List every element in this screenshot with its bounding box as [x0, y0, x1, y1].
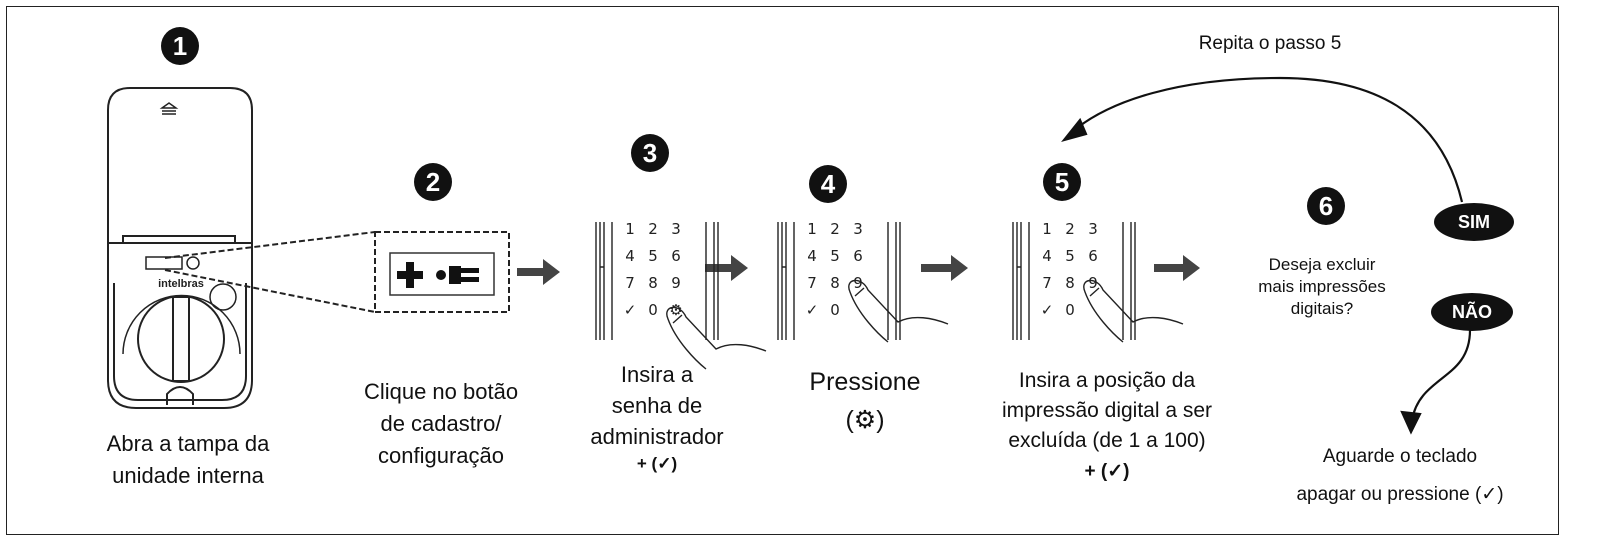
- brand-logo: intelbras: [158, 278, 204, 290]
- yes-badge: SIM: [1434, 203, 1514, 241]
- keypad-key: ✓: [624, 301, 637, 319]
- text-line: Clique no botão: [363, 379, 519, 404]
- keypad-key: ⚙: [669, 301, 682, 319]
- keypad-key: 1: [807, 220, 817, 238]
- keypad-key: 0: [648, 301, 658, 319]
- text-line: digitais?: [1290, 299, 1354, 319]
- step-1-text: Abra a tampa da unidade interna: [107, 428, 270, 492]
- keypad-key: 3: [853, 220, 863, 238]
- arrow-right-icon: [921, 255, 968, 281]
- arrow-right-icon: [517, 259, 560, 285]
- flow-arrows: [517, 255, 1200, 285]
- text-line: excluída (de 1 a 100): [1008, 428, 1206, 452]
- confirm-key-hint: + (✓): [636, 454, 678, 474]
- keypad-key: 5: [1065, 247, 1075, 265]
- text-line: Insira a: [620, 362, 694, 387]
- step-badge-6: 6: [1307, 187, 1345, 225]
- keypad-key: 8: [1065, 274, 1075, 292]
- keypad-key: 7: [1042, 274, 1052, 292]
- keypad-key: 6: [1088, 247, 1098, 265]
- keypad-key: 2: [648, 220, 658, 238]
- keypad-key: 2: [1065, 220, 1075, 238]
- text-line: impressão digital a ser: [1001, 398, 1213, 422]
- arrow-right-icon: [1154, 255, 1200, 281]
- no-badge: NÃO: [1431, 293, 1513, 331]
- keypad-key: ✓: [806, 301, 819, 319]
- lock-device-illustration: [107, 87, 253, 409]
- text-line: Insira a posição da: [1018, 369, 1196, 392]
- keypad-key: 3: [1088, 220, 1098, 238]
- text-line: Abra a tampa da: [106, 431, 270, 456]
- keypad-key: 6: [671, 247, 681, 265]
- keypad-key: 6: [853, 247, 863, 265]
- text-line: configuração: [378, 442, 504, 468]
- text-line: unidade interna: [112, 462, 264, 488]
- arrow-right-icon: [705, 255, 748, 281]
- keypad-key: 7: [807, 274, 817, 292]
- finger-icon: [1083, 279, 1184, 343]
- text-line: Aguarde o teclado: [1322, 446, 1478, 467]
- keypad-key: 5: [830, 247, 840, 265]
- keypad-key: 8: [830, 274, 840, 292]
- text-line: senha de: [611, 392, 703, 418]
- finger-icon: [848, 279, 949, 343]
- keypad-key: 7: [625, 274, 635, 292]
- loop-label: Repita o passo 5: [1198, 33, 1342, 54]
- zoom-callout-lines: [164, 231, 510, 313]
- step-5-text: Insira a posição da impressão digital a …: [1002, 366, 1212, 486]
- step-badge-3: 3: [631, 134, 669, 172]
- step-4-text: Pressione (⚙): [809, 364, 920, 439]
- keypad-key: 1: [1042, 220, 1052, 238]
- keypad-key: 9: [853, 274, 863, 292]
- confirm-key-hint: + (✓): [1084, 461, 1130, 483]
- keypad-key: 3: [671, 220, 681, 238]
- text-line: de cadastro/: [380, 410, 502, 436]
- step-6-question: Deseja excluir mais impressões digitais?: [1258, 254, 1386, 320]
- step-2-text: Clique no botão de cadastro/ configuraçã…: [364, 376, 518, 472]
- gear-key-hint: (⚙): [845, 405, 885, 434]
- keypad-key: 4: [807, 247, 817, 265]
- keypad-key: 8: [648, 274, 658, 292]
- keypad-key: 4: [625, 247, 635, 265]
- keypad-key: ✓: [1041, 301, 1054, 319]
- text-line: mais impressões: [1258, 277, 1386, 297]
- diagram-frame: [6, 6, 1559, 535]
- text-line: Pressione: [809, 368, 921, 396]
- step-badge-1: 1: [161, 27, 199, 65]
- register-button-icon: [389, 252, 495, 296]
- keypad-key: 4: [1042, 247, 1052, 265]
- loop-arrow: [1061, 76, 1472, 435]
- keypad-key: 5: [648, 247, 658, 265]
- text-line: Deseja excluir: [1268, 255, 1376, 274]
- step-badge-2: 2: [414, 163, 452, 201]
- text-line: administrador: [590, 423, 724, 449]
- final-instruction: Aguarde o teclado apagar ou pressione (✓…: [1296, 438, 1503, 514]
- keypad-key: 0: [830, 301, 840, 319]
- step-badge-5: 5: [1043, 163, 1081, 201]
- keypad-key: 2: [830, 220, 840, 238]
- finger-icon: [666, 306, 767, 370]
- keypad-key: 0: [1065, 301, 1075, 319]
- step-3-text: Insira a senha de administrador + (✓): [590, 360, 723, 476]
- keypad-key: 9: [1088, 274, 1098, 292]
- text-line: apagar ou pressione (✓): [1296, 484, 1504, 505]
- keypad-key: 9: [671, 274, 681, 292]
- step-badge-4: 4: [809, 165, 847, 203]
- keypad-key: 1: [625, 220, 635, 238]
